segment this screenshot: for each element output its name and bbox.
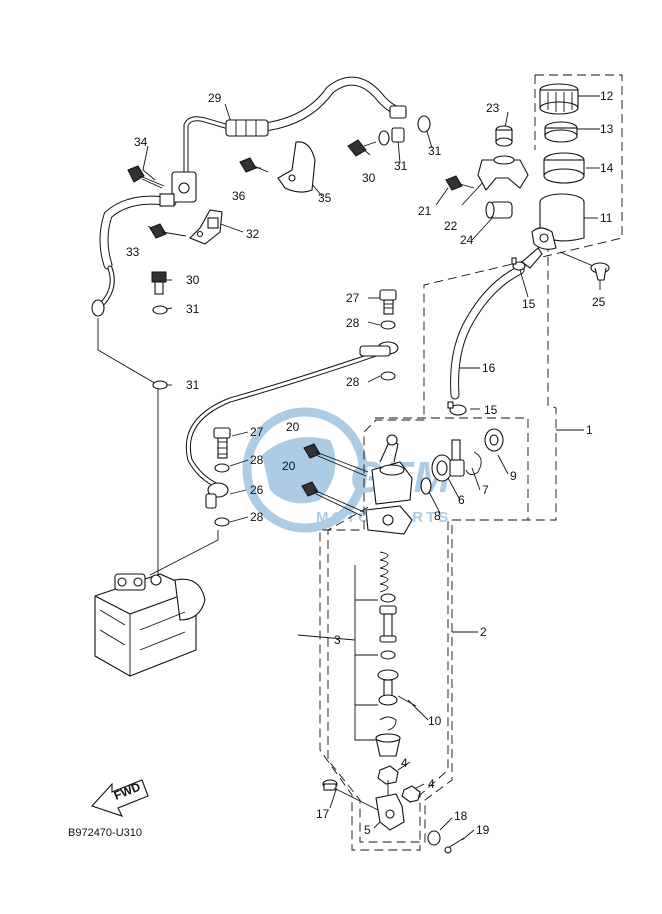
piston-kit-3 bbox=[375, 551, 401, 757]
callout-11: 11 bbox=[600, 211, 613, 225]
bolt-27-lower bbox=[205, 427, 231, 527]
bolt-33 bbox=[149, 223, 187, 239]
callout-27-upper: 27 bbox=[346, 291, 360, 305]
callout-20-lower: 20 bbox=[282, 459, 296, 473]
callout-18: 18 bbox=[454, 809, 468, 823]
fwd-arrow-icon: FWD bbox=[91, 779, 149, 817]
callout-29: 29 bbox=[208, 91, 222, 105]
callout-28-b: 28 bbox=[346, 375, 360, 389]
diagram-code: B972470-U310 bbox=[68, 827, 142, 839]
callout-32: 32 bbox=[246, 227, 260, 241]
callout-31-c: 31 bbox=[394, 159, 408, 173]
hose-clip-left bbox=[91, 299, 105, 317]
callout-22: 22 bbox=[444, 219, 458, 233]
nut-4-lower bbox=[401, 785, 421, 803]
watermark-globe bbox=[262, 437, 336, 504]
callout-23: 23 bbox=[486, 101, 500, 115]
callout-2: 2 bbox=[480, 625, 487, 639]
callout-34: 34 bbox=[134, 135, 148, 149]
callout-36: 36 bbox=[232, 189, 246, 203]
reservoir-assembly bbox=[521, 83, 585, 269]
callout-20-upper: 20 bbox=[286, 420, 300, 434]
bolt-20-upper bbox=[303, 443, 369, 477]
reservoir-bracket bbox=[445, 125, 529, 219]
hose-fitting-29 bbox=[225, 105, 407, 137]
callout-31-b: 31 bbox=[186, 378, 200, 392]
callout-28-a: 28 bbox=[346, 316, 360, 330]
outline-assembly-2 bbox=[327, 417, 529, 843]
pin-10 bbox=[397, 695, 417, 707]
bolt-27-upper bbox=[359, 289, 399, 381]
circlip-7 bbox=[465, 451, 482, 475]
master-cylinder bbox=[365, 434, 413, 535]
washer-18 bbox=[427, 830, 441, 846]
callout-3: 3 bbox=[334, 633, 341, 647]
cotter-pin-19 bbox=[444, 837, 465, 854]
abs-unit bbox=[94, 573, 206, 677]
callout-17: 17 bbox=[316, 807, 330, 821]
callout-4-upper: 4 bbox=[401, 756, 408, 770]
bracket-32 bbox=[189, 209, 223, 245]
fitting-6 bbox=[431, 439, 465, 482]
bolt-36 bbox=[239, 157, 269, 173]
nut-4-upper bbox=[377, 765, 399, 785]
callout-30-right: 30 bbox=[362, 171, 376, 185]
callout-14: 14 bbox=[600, 161, 614, 175]
callout-12: 12 bbox=[600, 89, 614, 103]
cap-25 bbox=[590, 262, 610, 281]
bolt-30-left bbox=[151, 271, 168, 390]
callout-6: 6 bbox=[458, 493, 465, 507]
callout-16: 16 bbox=[482, 361, 496, 375]
callout-26: 26 bbox=[250, 483, 264, 497]
clip-15-lower bbox=[447, 401, 467, 416]
callout-21: 21 bbox=[418, 204, 432, 218]
pipe-union bbox=[183, 116, 235, 181]
brake-hoses bbox=[95, 76, 525, 489]
assembly-outlines bbox=[319, 74, 623, 851]
callout-35: 35 bbox=[318, 191, 332, 205]
callout-15-upper: 15 bbox=[522, 297, 536, 311]
pin-17 bbox=[322, 779, 379, 811]
clip-15-upper bbox=[511, 257, 526, 271]
callout-31-d: 31 bbox=[428, 144, 442, 158]
callout-13: 13 bbox=[600, 122, 614, 136]
callout-27-lower: 27 bbox=[250, 425, 264, 439]
bolt-20-lower bbox=[301, 481, 365, 517]
bolt-30-right bbox=[347, 115, 431, 157]
callout-4-lower: 4 bbox=[428, 777, 435, 791]
callout-31-a: 31 bbox=[186, 302, 200, 316]
outline-assembly-1 bbox=[319, 74, 623, 851]
callout-7: 7 bbox=[482, 483, 489, 497]
callout-25: 25 bbox=[592, 295, 606, 309]
callout-28-d: 28 bbox=[250, 510, 264, 524]
callout-28-c: 28 bbox=[250, 453, 264, 467]
watermark: GEM MOTORPARTS bbox=[242, 407, 452, 533]
callout-30-left: 30 bbox=[186, 273, 200, 287]
callout-labels: 1 2 3 4 4 5 6 7 8 9 10 11 12 13 14 15 15… bbox=[126, 89, 614, 837]
callout-24: 24 bbox=[460, 233, 474, 247]
callout-10: 10 bbox=[428, 714, 442, 728]
callout-8: 8 bbox=[434, 509, 441, 523]
clevis-5 bbox=[375, 780, 405, 831]
bracket-35 bbox=[277, 141, 316, 193]
callout-33: 33 bbox=[126, 245, 140, 259]
o-ring-8 bbox=[420, 477, 432, 495]
bolt-34 bbox=[127, 165, 165, 189]
union-block bbox=[159, 171, 197, 207]
parts: FWD bbox=[91, 83, 610, 854]
boot-9 bbox=[484, 428, 504, 452]
callout-5: 5 bbox=[364, 823, 371, 837]
callout-1: 1 bbox=[586, 423, 593, 437]
callout-9: 9 bbox=[510, 469, 517, 483]
leader-lines bbox=[97, 95, 601, 841]
callout-19: 19 bbox=[476, 823, 490, 837]
callout-15-lower: 15 bbox=[484, 403, 498, 417]
